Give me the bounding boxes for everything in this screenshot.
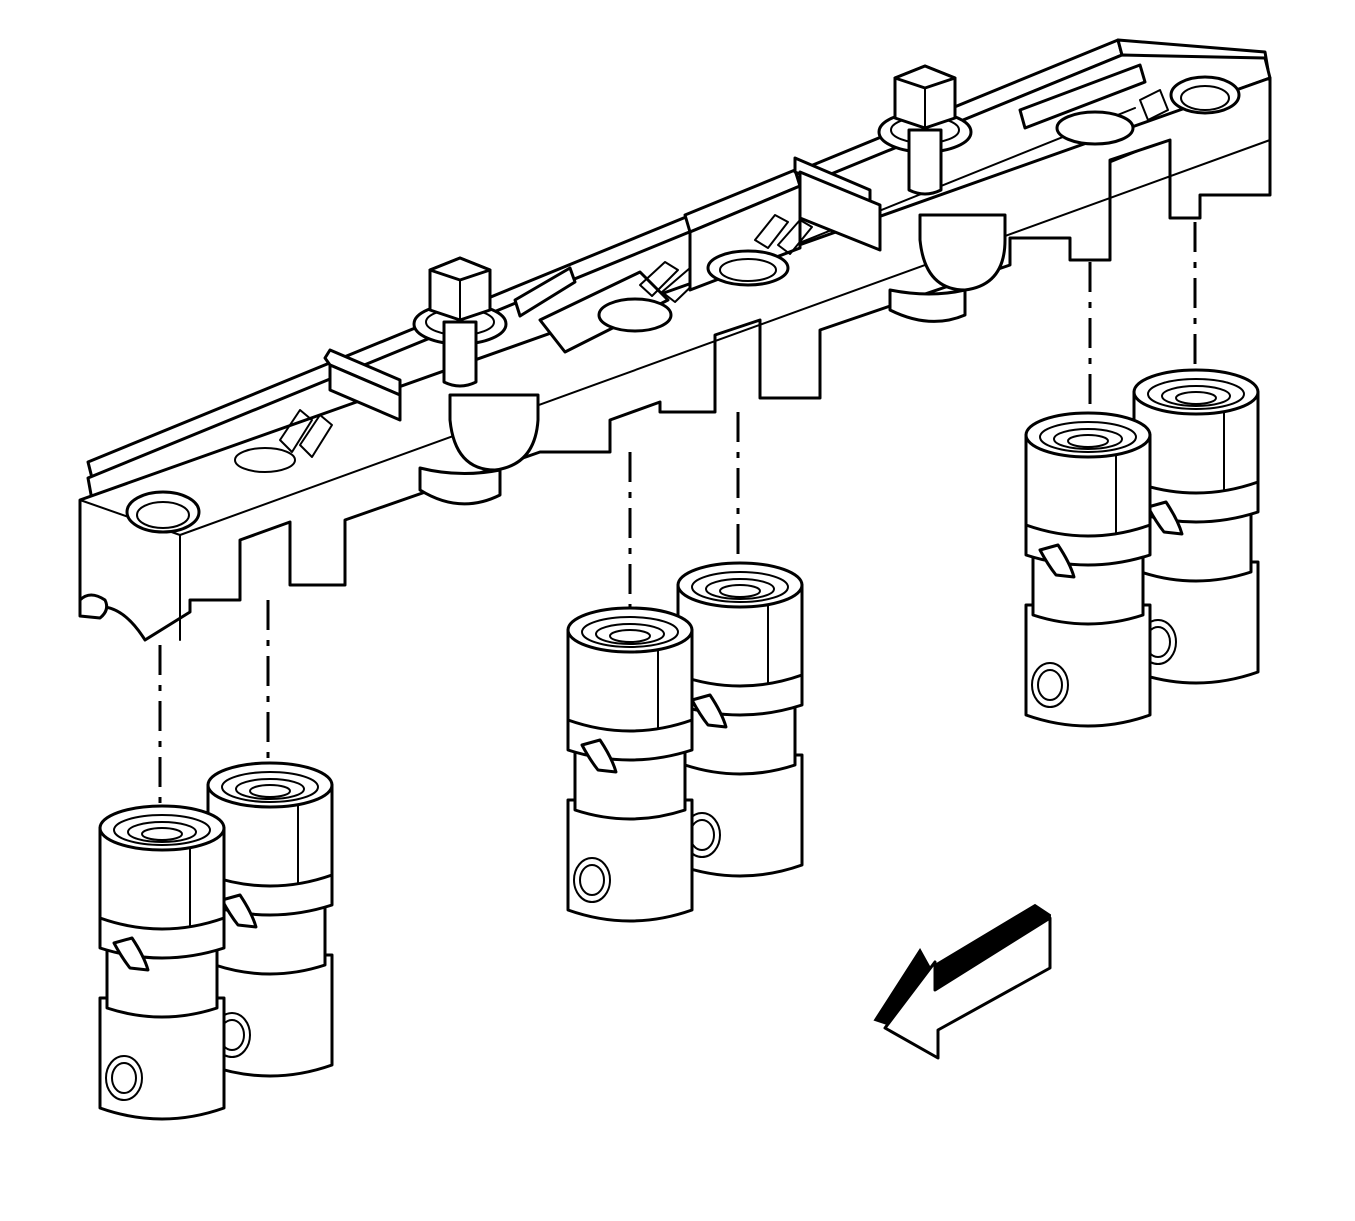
lifter-center-rear — [676, 561, 804, 878]
lifter-center-front — [566, 606, 694, 923]
lifter-pair-center — [566, 561, 804, 923]
lifter-guide-rail — [78, 38, 1272, 642]
lifter-left-rear — [206, 761, 334, 1078]
lifter-right-front — [1024, 411, 1152, 728]
lifter-pair-right — [1024, 368, 1260, 728]
block-arrow-icon — [873, 903, 1052, 1060]
lifter-pair-left — [98, 761, 334, 1121]
lifter-left-front — [98, 804, 226, 1121]
lifter-right-rear — [1132, 368, 1260, 685]
